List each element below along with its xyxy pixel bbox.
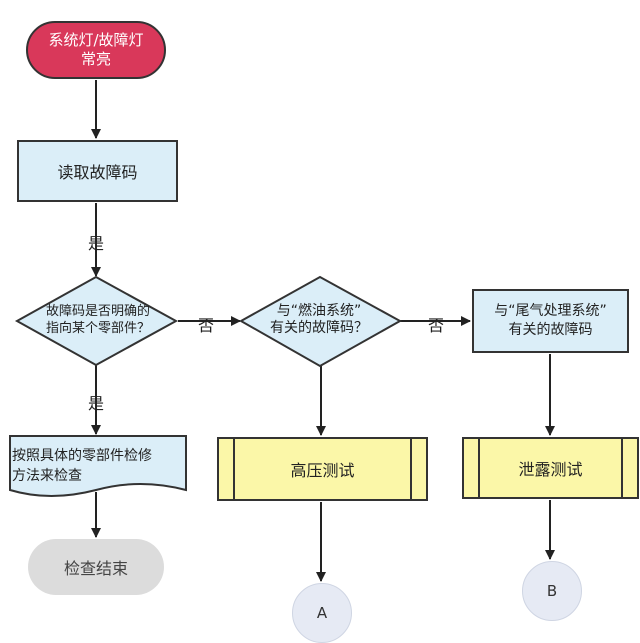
edge-label-no-1: 否 <box>198 316 215 335</box>
exhaust-codes-step: 与“尾气处理系统” 有关的故障码 <box>472 289 629 353</box>
repair-method-document: 按照具体的零部件检修 方法来检查 <box>12 446 186 486</box>
end-terminal: 检查结束 <box>28 539 164 595</box>
leak-test-subprocess: 泄露测试 <box>462 437 639 499</box>
read-codes-step: 读取故障码 <box>17 140 178 202</box>
decision-component-label: 故障码是否明确的 指向某个零部件？ <box>45 304 150 336</box>
read-codes-label: 读取故障码 <box>57 163 138 182</box>
connector-b-label: B <box>546 582 558 600</box>
decision-fuel-label: 与“燃油系统” 有关的故障码？ <box>270 303 368 336</box>
end-label: 检查结束 <box>63 559 128 578</box>
edge-label-yes-2: 是 <box>88 394 105 413</box>
exhaust-codes-label: 与“尾气处理系统” 有关的故障码 <box>494 303 607 338</box>
high-pressure-test-subprocess: 高压测试 <box>217 437 428 501</box>
connector-a-label: A <box>316 604 328 622</box>
start-terminal: 系统灯/故障灯 常亮 <box>26 21 166 79</box>
edge-label-yes-1: 是 <box>88 234 105 253</box>
decision-component-shape <box>14 275 179 367</box>
repair-method-label: 按照具体的零部件检修 方法来检查 <box>12 448 152 484</box>
leak-test-label: 泄露测试 <box>518 460 583 479</box>
decision-component: 故障码是否明确的 指向某个零部件？ <box>30 300 166 340</box>
decision-fuel: 与“燃油系统” 有关的故障码？ <box>250 300 388 340</box>
connector-a: A <box>292 583 352 643</box>
high-pressure-test-label: 高压测试 <box>290 461 355 480</box>
edge-label-no-2: 否 <box>428 316 445 335</box>
document-shape <box>9 435 187 497</box>
connector-b: B <box>522 561 582 621</box>
decision-fuel-shape <box>238 275 403 368</box>
start-label: 系统灯/故障灯 常亮 <box>48 31 144 68</box>
